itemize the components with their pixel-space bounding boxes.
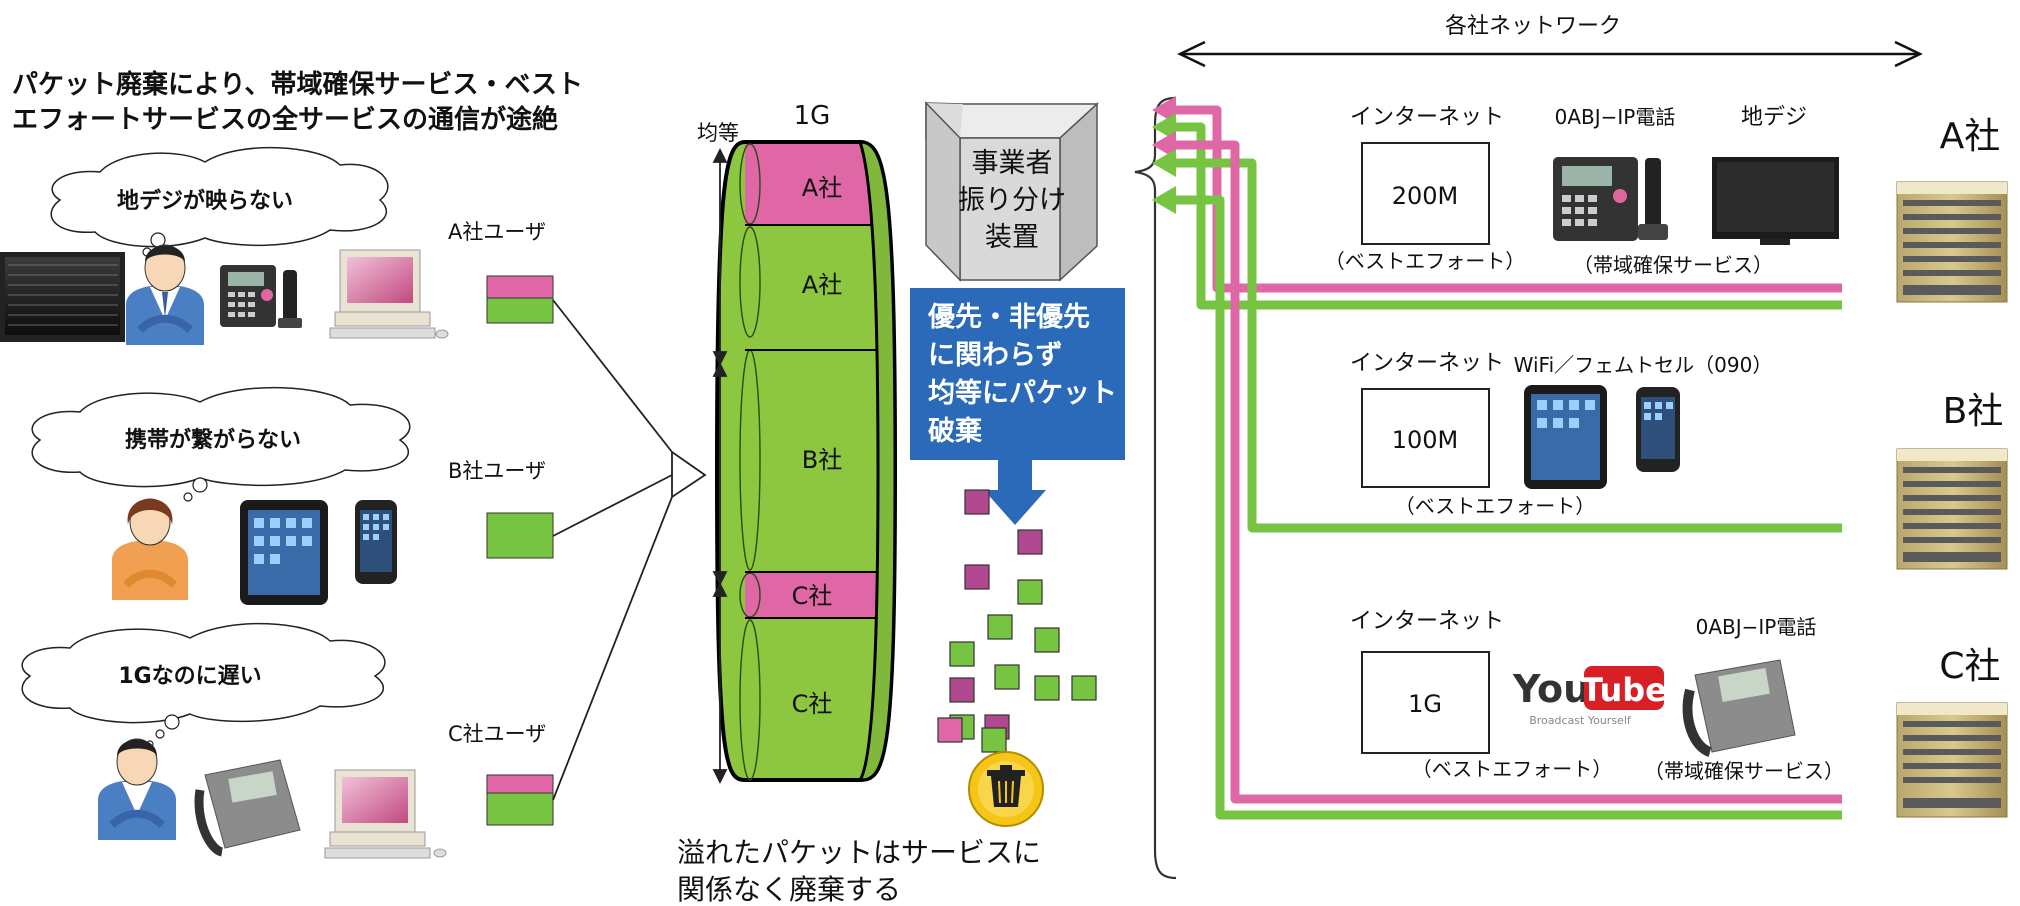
network-title: 各社ネットワーク <box>1445 14 1621 39</box>
callout-line1: 優先・非優先 <box>927 302 1090 333</box>
woman-worried-icon <box>112 498 188 600</box>
user-a-packet-green <box>486 297 554 324</box>
thought-cloud-b: 携帯が繋がらない <box>31 386 411 502</box>
user-label-a: A社ユーザ <box>448 220 546 244</box>
youtube-tagline: Broadcast Yourself <box>1529 714 1632 727</box>
user-a-packet-pink <box>486 275 554 299</box>
user-row-a: 地デジが映らない <box>0 146 554 345</box>
flow-lines <box>1170 105 1842 820</box>
tv-icon <box>0 252 125 342</box>
trash-bin-icon <box>968 751 1044 827</box>
user-b-packet-green <box>486 512 554 559</box>
carrier-a-service1: 0ABJ−IP電話 <box>1555 105 1676 129</box>
carrier-c-internet-label: インターネット <box>1350 609 1504 634</box>
carrier-a-internet-label: インターネット <box>1350 105 1504 130</box>
carrier-a-service2: 地デジ <box>1741 105 1807 130</box>
carrier-a-section: インターネット 200M （ベストエフォート） 0ABJ−IP電話 地デジ （帯… <box>1325 105 2008 303</box>
youtube-logo: You Tube Broadcast Yourself <box>1512 666 1667 727</box>
tablet-icon <box>240 500 328 605</box>
network-span-arrow <box>1177 40 1923 68</box>
network-brace <box>1134 96 1177 880</box>
man-worried-icon <box>126 244 204 345</box>
carrier-c-section: インターネット 1G （ベストエフォート） You Tube Broadcast… <box>1350 609 2008 818</box>
pipe-seg-5: C社 <box>792 690 833 718</box>
smartphone-icon-b <box>1636 387 1680 472</box>
carrier-c-guaranteed: （帯域確保サービス） <box>1644 759 1844 783</box>
carrier-b-internet-label: インターネット <box>1350 351 1504 376</box>
distribution-device: 事業者 振り分け 装置 <box>925 101 1099 282</box>
callout-line3: 均等にパケット <box>928 377 1117 409</box>
carrier-b-besteffort: （ベストエフォート） <box>1395 494 1595 518</box>
bandwidth-pipe: 1G 均等 A社 A社 B社 C社 C社 <box>697 101 898 782</box>
youtube-logo-tube: Tube <box>1581 671 1667 709</box>
carrier-b-name: B社 <box>1943 391 2004 432</box>
user-label-b: B社ユーザ <box>448 459 546 483</box>
carrier-c-bandwidth-box <box>1361 651 1490 754</box>
device-line1: 事業者 <box>972 148 1053 179</box>
carrier-a-bandwidth-box <box>1361 142 1490 245</box>
discard-note-line2: 関係なく廃棄する <box>677 873 901 906</box>
carrier-c-service1: 0ABJ−IP電話 <box>1696 615 1817 639</box>
ip-phone-icon <box>220 265 302 328</box>
carrier-b-bandwidth: 100M <box>1392 426 1459 454</box>
desk-phone-icon-c <box>1682 659 1796 757</box>
thought-text-b: 携帯が繋がらない <box>125 427 301 453</box>
tablet-icon-b <box>1524 385 1607 489</box>
funnel-shape <box>671 450 707 499</box>
carrier-b-section: インターネット 100M （ベストエフォート） WiFi／フェムトセル（090）… <box>1350 351 2008 570</box>
pipe-seg-3: B社 <box>802 446 842 474</box>
thought-cloud-a: 地デジが映らない <box>50 146 389 257</box>
man-worried-icon-c <box>98 738 176 840</box>
user-row-c: 1Gなのに遅い C社ユーザ <box>21 622 554 859</box>
desk-phone-icon <box>194 759 301 857</box>
carrier-c-besteffort: （ベストエフォート） <box>1412 757 1612 781</box>
desktop-pc-icon <box>329 249 449 339</box>
callout-line4: 破棄 <box>928 416 983 447</box>
user-c-packet-green <box>486 792 554 826</box>
discard-callout: 優先・非優先 に関わらず 均等にパケット 破棄 <box>910 288 1125 525</box>
carrier-c-name: C社 <box>1939 646 2000 687</box>
thought-text-a: 地デジが映らない <box>117 188 293 214</box>
carrier-c-bandwidth: 1G <box>1408 690 1442 718</box>
user-label-c: C社ユーザ <box>448 722 546 746</box>
flat-tv-icon <box>1712 157 1839 245</box>
aggregation-lines <box>552 299 673 801</box>
pipe-seg-1: A社 <box>802 174 842 202</box>
carrier-b-bandwidth-box <box>1361 388 1490 488</box>
carrier-a-bandwidth: 200M <box>1392 182 1459 210</box>
carrier-a-name: A社 <box>1940 116 2001 157</box>
building-icon-c <box>1896 702 2008 818</box>
thought-cloud-c: 1Gなのに遅い <box>21 622 386 748</box>
discard-note-line1: 溢れたパケットはサービスに <box>677 836 1041 869</box>
youtube-logo-you: You <box>1512 667 1590 711</box>
carrier-b-service1: WiFi／フェムトセル（090） <box>1514 353 1773 377</box>
pipe-seg-2: A社 <box>802 271 842 299</box>
carrier-a-besteffort: （ベストエフォート） <box>1325 249 1525 273</box>
building-icon-b <box>1896 448 2008 570</box>
user-row-b: 携帯が繋がらない B社ユーザ <box>31 386 554 605</box>
equal-share-arrows <box>712 147 728 785</box>
headline-line2: エフォートサービスの全サービスの通信が途絶 <box>12 104 558 135</box>
pipe-seg-4: C社 <box>792 582 833 610</box>
smartphone-icon <box>355 500 397 584</box>
callout-line2: に関わらず <box>928 340 1062 371</box>
ip-phone-icon-a <box>1553 157 1668 241</box>
pipe-capacity-label: 1G <box>794 101 831 131</box>
flow-arrowheads <box>1152 96 1176 214</box>
desktop-pc-icon-c <box>324 769 447 859</box>
discarded-packets <box>937 489 1097 753</box>
device-line2: 振り分け <box>958 185 1066 216</box>
user-c-packet-pink <box>486 774 554 794</box>
equal-share-label: 均等 <box>697 121 739 145</box>
thought-text-c: 1Gなのに遅い <box>118 664 261 689</box>
device-line3: 装置 <box>985 222 1039 253</box>
carrier-a-guaranteed: （帯域確保サービス） <box>1573 253 1773 277</box>
building-icon-a <box>1896 181 2008 303</box>
headline-line1: パケット廃棄により、帯域確保サービス・ベスト <box>12 69 583 100</box>
